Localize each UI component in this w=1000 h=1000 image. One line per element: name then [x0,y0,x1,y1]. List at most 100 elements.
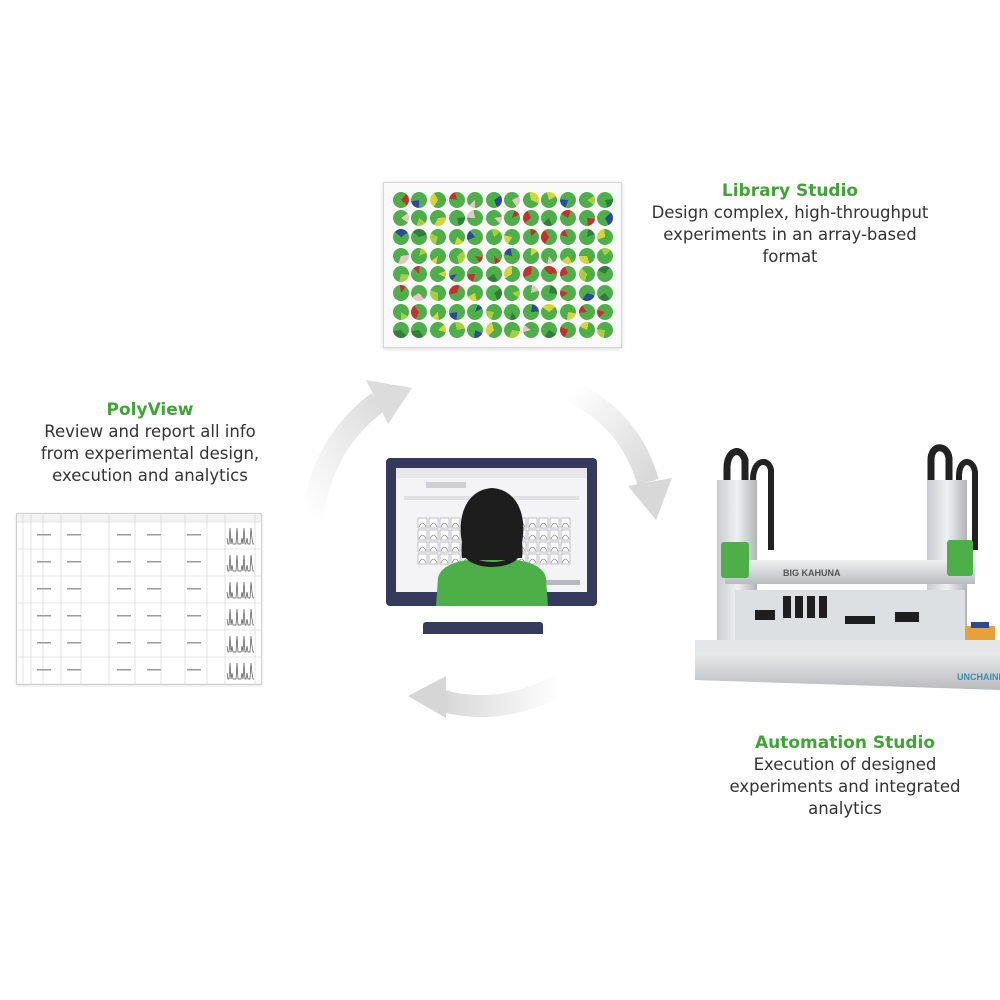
plate-well [522,191,539,208]
plate-well [467,303,484,320]
plate-well [448,284,465,301]
plate-well [504,247,521,264]
robot-platform-icon: BIG KAHUNA UNCHAINED [695,440,1000,695]
plate-well [504,322,521,339]
plate-well [448,303,465,320]
plate-well [560,210,577,227]
plate-well [504,284,521,301]
plate-well [560,191,577,208]
plate-well [411,284,428,301]
plate-well [392,284,409,301]
plate-well [467,210,484,227]
plate-well [541,191,558,208]
plate-well [467,322,484,339]
plate-well [578,229,595,246]
plate-well [560,322,577,339]
plate-well [504,303,521,320]
plate-well [485,266,502,283]
plate-well [578,210,595,227]
library-plate-image [383,182,622,348]
monitor-stand [423,622,543,634]
plate-well [467,247,484,264]
automation-studio-block: Automation Studio Execution of designed … [700,732,990,820]
plate-well [578,191,595,208]
plate-well [541,303,558,320]
plate-well [485,229,502,246]
plate-well [392,266,409,283]
plate-well [392,229,409,246]
plate-well [541,210,558,227]
automation-studio-title: Automation Studio [754,733,936,753]
plate-well [392,303,409,320]
plate-well [522,322,539,339]
plate-well [522,247,539,264]
plate-well [467,266,484,283]
polyview-title: PolyView [106,400,194,420]
plate-well [485,284,502,301]
polyview-report-image [16,513,262,685]
plate-well [448,322,465,339]
plate-well [392,191,409,208]
plate-well [411,191,428,208]
library-studio-block: Library Studio Design complex, high-thro… [630,180,950,268]
plate-well [429,191,446,208]
plate-well [597,303,614,320]
plate-well [578,247,595,264]
person-icon [436,488,548,606]
cycle-arrow-icon [567,382,672,520]
plate-well [448,266,465,283]
plate-well [504,191,521,208]
plate-well [411,303,428,320]
plate-well [578,284,595,301]
plate-well [429,229,446,246]
plate-well [522,284,539,301]
plate-well [429,266,446,283]
plate-well [448,191,465,208]
plate-well [448,229,465,246]
plate-well [541,284,558,301]
plate-well [504,266,521,283]
well-grid [392,191,614,339]
plate-well [392,210,409,227]
plate-well [392,247,409,264]
plate-well [448,210,465,227]
plate-well [597,247,614,264]
plate-well [522,266,539,283]
plate-well [541,266,558,283]
plate-well [467,229,484,246]
monitor-icon [386,458,597,606]
plate-well [541,247,558,264]
plate-well [560,229,577,246]
polyview-block: PolyView Review and report all info from… [10,399,290,487]
plate-well [392,322,409,339]
plate-well [429,284,446,301]
plate-well [597,229,614,246]
plate-well [485,191,502,208]
plate-well [467,284,484,301]
plate-well [485,322,502,339]
plate-well [411,247,428,264]
library-studio-description: Design complex, high-throughput experime… [651,203,929,266]
plate-well [597,210,614,227]
plate-well [429,247,446,264]
plate-well [504,210,521,227]
plate-well [541,229,558,246]
plate-well [597,322,614,339]
polyview-description: Review and report all info from experime… [40,422,260,485]
plate-well [411,266,428,283]
cycle-arrow-icon [408,675,566,718]
plate-well [560,247,577,264]
plate-well [597,191,614,208]
plate-well [485,247,502,264]
plate-well [578,266,595,283]
plate-well [522,229,539,246]
plate-well [522,210,539,227]
library-studio-title: Library Studio [721,181,859,201]
plate-well [429,322,446,339]
plate-well [560,266,577,283]
plate-well [597,266,614,283]
plate-well [560,303,577,320]
plate-well [485,303,502,320]
report-table-graphic [17,514,261,684]
